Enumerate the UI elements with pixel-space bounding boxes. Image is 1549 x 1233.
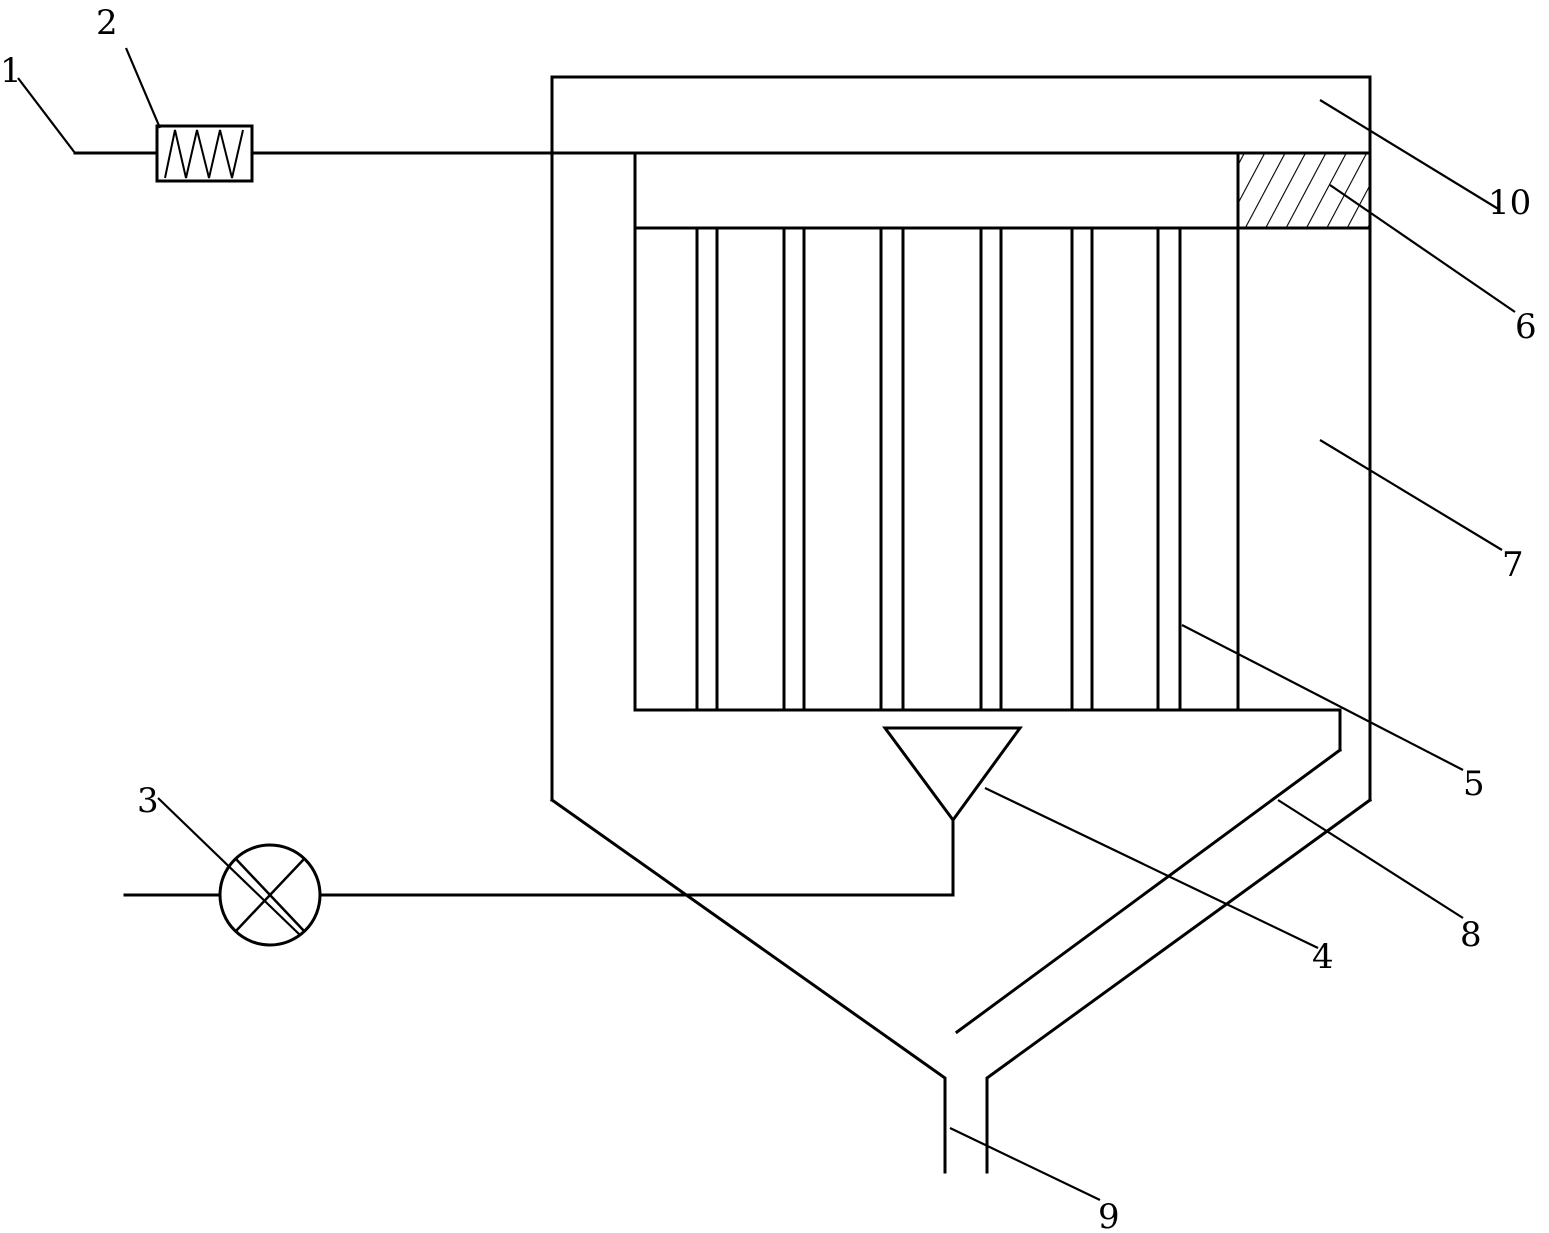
outer-vessel [550, 75, 1372, 802]
label-4: 4 [1312, 937, 1334, 977]
label-2: 2 [96, 3, 118, 43]
hatched-block [1236, 151, 1372, 230]
label-10: 10 [1488, 183, 1531, 223]
inclined-plate [954, 747, 1343, 1035]
pump-valve [123, 843, 322, 947]
tube-bundle [695, 226, 1182, 712]
label-3: 3 [137, 781, 159, 821]
label-9: 9 [1098, 1197, 1120, 1233]
label-5: 5 [1463, 764, 1485, 804]
callout-labels: 1 2 3 4 5 6 7 8 9 10 [0, 3, 1537, 1233]
leader-lines [17, 47, 1516, 1201]
heater-element [155, 124, 254, 183]
hopper-outlet [549, 797, 1373, 1174]
label-7: 7 [1502, 545, 1524, 585]
label-1: 1 [0, 51, 22, 91]
label-8: 8 [1460, 915, 1482, 955]
distributor-cone [318, 726, 1023, 897]
label-6: 6 [1515, 307, 1537, 347]
